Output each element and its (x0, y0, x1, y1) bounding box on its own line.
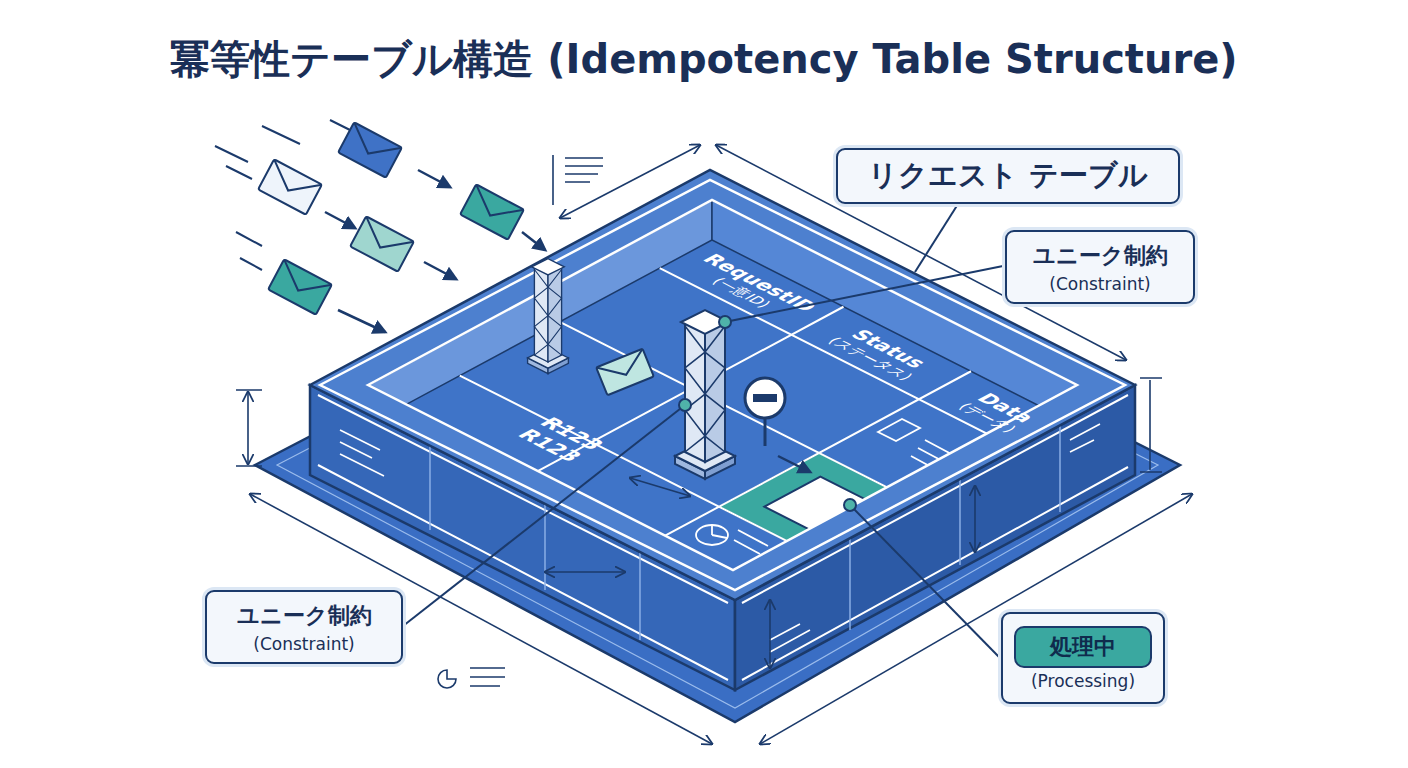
leader-dot (844, 499, 856, 511)
envelope-flap (466, 184, 524, 228)
pillar-cap (532, 259, 565, 275)
envelope-flap (344, 122, 402, 166)
pillar-face (534, 267, 548, 362)
flow-arrow (338, 310, 385, 332)
base-plate-line (277, 240, 1158, 708)
flow-arrows (325, 170, 545, 332)
callout-box: ユニーク制約 (Constraint) (1005, 230, 1195, 304)
dimension-line (760, 494, 1192, 744)
envelope (338, 122, 402, 177)
dimension-line (247, 392, 249, 464)
envelope-body (268, 259, 332, 314)
processing-cell (719, 453, 925, 561)
constraint-pillar (528, 259, 569, 374)
leader-line (850, 505, 999, 657)
pillar-cap (681, 310, 729, 334)
pillar-face (548, 267, 562, 362)
dimension-line (552, 155, 554, 205)
table-grid (460, 268, 1026, 560)
envelope-flap (356, 216, 414, 260)
pillar-base (675, 441, 735, 471)
sign-disc (745, 378, 785, 418)
pillar-base (528, 358, 548, 374)
sign-bar (753, 394, 777, 402)
flow-arrow (418, 170, 450, 187)
envelope-body (460, 184, 524, 239)
pie-glyph (438, 670, 456, 688)
pillar-base (675, 456, 705, 479)
callout-text: ユニーク制約 (237, 601, 372, 631)
callout-text: ユニーク制約 (1033, 241, 1168, 271)
envelope-flap (274, 259, 332, 303)
envelope (596, 349, 654, 396)
text-lines (734, 530, 768, 554)
callout-text: 処理中 (1014, 626, 1152, 668)
dimension-line (769, 600, 771, 668)
callout-text: (Constraint) (253, 634, 354, 654)
leader-dot (679, 399, 691, 411)
callout-box: 処理中 (Processing) (1001, 612, 1165, 704)
envelope-flap (596, 349, 649, 384)
inner-wall (368, 200, 712, 425)
pillar-face (685, 322, 705, 462)
envelope (350, 216, 414, 271)
flow-arrow (424, 262, 456, 279)
table-interior (368, 200, 1077, 610)
envelope-body (338, 122, 402, 177)
pie-slice (712, 525, 727, 538)
table-floor (368, 240, 1077, 610)
reject-sign (745, 378, 785, 446)
dimension-line (974, 486, 976, 552)
pillar-base (705, 456, 735, 479)
callout-text: (Constraint) (1049, 274, 1150, 294)
callout-text: (Processing) (1031, 671, 1135, 691)
note-lines (565, 158, 603, 182)
envelope-body (350, 216, 414, 271)
callout-box: リクエスト テーブル (836, 148, 1180, 204)
dimension-line (545, 571, 625, 573)
envelope-body (258, 159, 322, 214)
pillar-face (705, 322, 725, 462)
leader-lines (403, 204, 1003, 657)
dimension-line (630, 478, 690, 496)
record-slot (764, 477, 880, 537)
sign-post (764, 418, 767, 446)
dimension-tick (236, 390, 262, 466)
pillar-base (548, 358, 568, 374)
envelope (268, 259, 332, 314)
dimension-line (560, 145, 700, 218)
dimension-line (1149, 380, 1151, 470)
data-icon (878, 419, 955, 469)
envelope (460, 184, 524, 239)
pie-icon (696, 525, 728, 545)
flow-arrow (522, 232, 545, 250)
envelope (258, 159, 322, 214)
callout-box: ユニーク制約 (Constraint) (205, 590, 403, 664)
file-icon (878, 419, 920, 441)
envelope-flap (264, 159, 322, 203)
motion-lines (215, 120, 350, 270)
leader-line (915, 204, 958, 272)
leader-dot (719, 316, 731, 328)
chart-icon (696, 525, 768, 554)
pillar-lattice (534, 270, 561, 356)
envelope-body (596, 349, 654, 396)
pillar-lattice (685, 326, 725, 452)
rim-inner-line (368, 200, 1077, 570)
leader-line (403, 405, 685, 626)
flow-arrow (778, 456, 810, 472)
pillar-base (528, 348, 569, 368)
dimension-tick (1140, 378, 1162, 472)
callout-text: リクエスト テーブル (868, 156, 1147, 196)
constraint-pillar (675, 310, 735, 479)
diagram-title: 冪等性テーブル構造 (Idempotency Table Structure) (0, 32, 1408, 87)
note-lines (470, 668, 505, 686)
flow-arrow (325, 212, 355, 228)
